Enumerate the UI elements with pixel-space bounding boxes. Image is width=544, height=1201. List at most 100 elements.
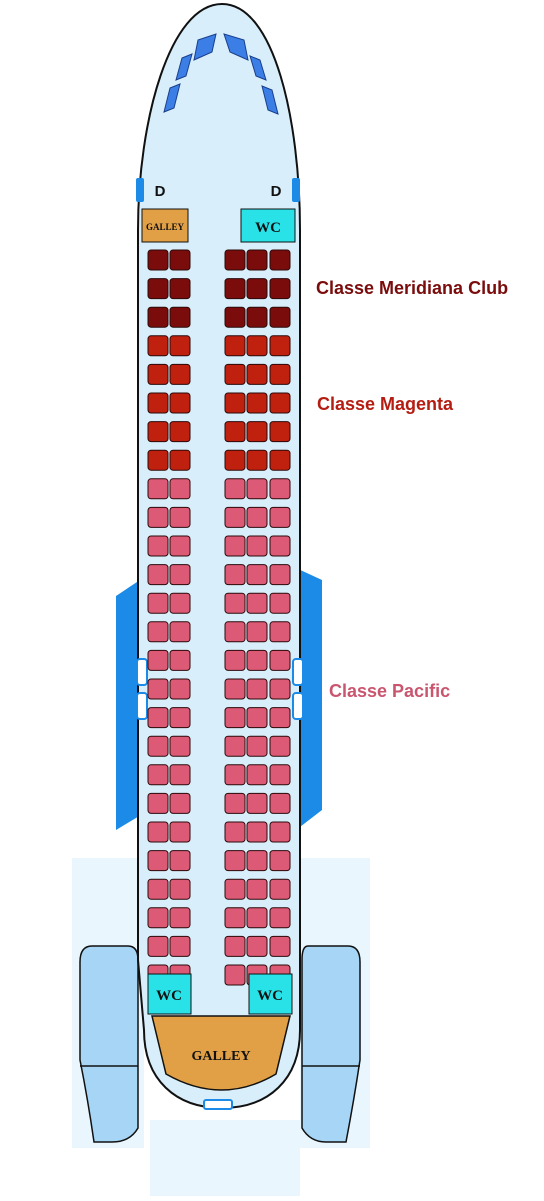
seat-pacific[interactable] <box>224 735 246 757</box>
seat-pacific[interactable] <box>246 478 268 500</box>
seat-pacific[interactable] <box>224 649 246 671</box>
seat-pacific[interactable] <box>169 506 191 528</box>
seat-meridiana[interactable] <box>269 306 291 328</box>
seat-pacific[interactable] <box>269 649 291 671</box>
seat-pacific[interactable] <box>169 792 191 814</box>
seat-pacific[interactable] <box>147 935 169 957</box>
seat-pacific[interactable] <box>147 764 169 786</box>
seat-magenta[interactable] <box>224 449 246 471</box>
seat-magenta[interactable] <box>169 335 191 357</box>
seat-pacific[interactable] <box>169 592 191 614</box>
seat-pacific[interactable] <box>224 592 246 614</box>
seat-pacific[interactable] <box>147 850 169 872</box>
seat-magenta[interactable] <box>246 335 268 357</box>
seat-pacific[interactable] <box>269 564 291 586</box>
seat-pacific[interactable] <box>169 621 191 643</box>
seat-meridiana[interactable] <box>269 249 291 271</box>
seat-magenta[interactable] <box>147 363 169 385</box>
seat-magenta[interactable] <box>147 335 169 357</box>
seat-magenta[interactable] <box>169 363 191 385</box>
seat-pacific[interactable] <box>169 707 191 729</box>
seat-pacific[interactable] <box>269 707 291 729</box>
seat-meridiana[interactable] <box>224 249 246 271</box>
seat-magenta[interactable] <box>147 449 169 471</box>
seat-pacific[interactable] <box>147 535 169 557</box>
seat-pacific[interactable] <box>224 792 246 814</box>
seat-magenta[interactable] <box>246 392 268 414</box>
seat-pacific[interactable] <box>246 535 268 557</box>
seat-pacific[interactable] <box>147 821 169 843</box>
seat-pacific[interactable] <box>269 821 291 843</box>
seat-meridiana[interactable] <box>169 278 191 300</box>
seat-meridiana[interactable] <box>169 306 191 328</box>
seat-pacific[interactable] <box>169 535 191 557</box>
seat-magenta[interactable] <box>269 421 291 443</box>
seat-pacific[interactable] <box>147 707 169 729</box>
seat-pacific[interactable] <box>246 592 268 614</box>
seat-meridiana[interactable] <box>147 278 169 300</box>
seat-pacific[interactable] <box>246 935 268 957</box>
seat-magenta[interactable] <box>147 392 169 414</box>
seat-meridiana[interactable] <box>224 306 246 328</box>
seat-pacific[interactable] <box>147 649 169 671</box>
seat-meridiana[interactable] <box>269 278 291 300</box>
seat-pacific[interactable] <box>224 850 246 872</box>
seat-pacific[interactable] <box>147 506 169 528</box>
seat-pacific[interactable] <box>147 878 169 900</box>
seat-meridiana[interactable] <box>246 306 268 328</box>
seat-magenta[interactable] <box>246 449 268 471</box>
seat-pacific[interactable] <box>269 792 291 814</box>
seat-magenta[interactable] <box>147 421 169 443</box>
seat-pacific[interactable] <box>246 878 268 900</box>
seat-pacific[interactable] <box>246 735 268 757</box>
seat-magenta[interactable] <box>169 392 191 414</box>
seat-magenta[interactable] <box>169 421 191 443</box>
seat-meridiana[interactable] <box>246 249 268 271</box>
seat-pacific[interactable] <box>224 564 246 586</box>
seat-pacific[interactable] <box>224 935 246 957</box>
seat-magenta[interactable] <box>246 363 268 385</box>
seat-pacific[interactable] <box>147 564 169 586</box>
seat-magenta[interactable] <box>224 392 246 414</box>
seat-pacific[interactable] <box>246 821 268 843</box>
seat-meridiana[interactable] <box>169 249 191 271</box>
seat-pacific[interactable] <box>269 478 291 500</box>
seat-magenta[interactable] <box>269 449 291 471</box>
seat-pacific[interactable] <box>224 964 246 986</box>
seat-pacific[interactable] <box>269 935 291 957</box>
seat-pacific[interactable] <box>147 792 169 814</box>
seat-pacific[interactable] <box>269 621 291 643</box>
seat-pacific[interactable] <box>224 535 246 557</box>
seat-pacific[interactable] <box>169 478 191 500</box>
seat-pacific[interactable] <box>169 878 191 900</box>
seat-pacific[interactable] <box>224 478 246 500</box>
seat-magenta[interactable] <box>224 335 246 357</box>
seat-pacific[interactable] <box>147 478 169 500</box>
seat-meridiana[interactable] <box>246 278 268 300</box>
seat-pacific[interactable] <box>269 878 291 900</box>
seat-pacific[interactable] <box>246 678 268 700</box>
seat-pacific[interactable] <box>147 621 169 643</box>
seat-pacific[interactable] <box>269 735 291 757</box>
seat-pacific[interactable] <box>246 707 268 729</box>
seat-pacific[interactable] <box>224 621 246 643</box>
seat-pacific[interactable] <box>269 592 291 614</box>
seat-pacific[interactable] <box>169 649 191 671</box>
seat-pacific[interactable] <box>246 764 268 786</box>
seat-pacific[interactable] <box>269 764 291 786</box>
seat-magenta[interactable] <box>246 421 268 443</box>
seat-magenta[interactable] <box>169 449 191 471</box>
seat-magenta[interactable] <box>224 421 246 443</box>
seat-pacific[interactable] <box>169 764 191 786</box>
seat-pacific[interactable] <box>169 935 191 957</box>
seat-pacific[interactable] <box>147 907 169 929</box>
seat-magenta[interactable] <box>269 363 291 385</box>
seat-pacific[interactable] <box>269 678 291 700</box>
seat-pacific[interactable] <box>246 506 268 528</box>
seat-pacific[interactable] <box>269 907 291 929</box>
seat-magenta[interactable] <box>269 392 291 414</box>
seat-pacific[interactable] <box>224 907 246 929</box>
seat-magenta[interactable] <box>224 363 246 385</box>
seat-pacific[interactable] <box>246 850 268 872</box>
seat-meridiana[interactable] <box>147 249 169 271</box>
